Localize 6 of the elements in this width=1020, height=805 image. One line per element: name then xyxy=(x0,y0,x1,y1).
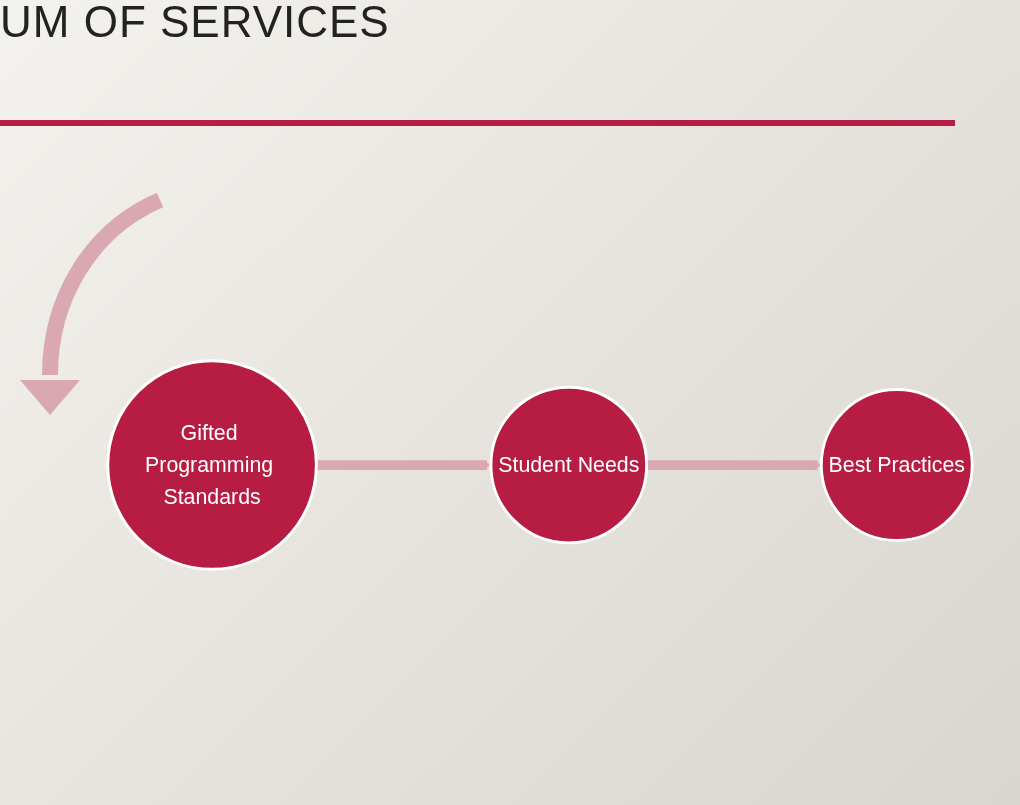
node-circle: Student Needs xyxy=(489,385,649,545)
node-circle: Best Practices xyxy=(819,388,974,542)
title: UM OF SERVICES xyxy=(0,0,390,44)
arrow xyxy=(646,460,822,470)
node-circle: Gifted Programming Standards xyxy=(106,359,318,571)
arrow xyxy=(316,460,492,470)
